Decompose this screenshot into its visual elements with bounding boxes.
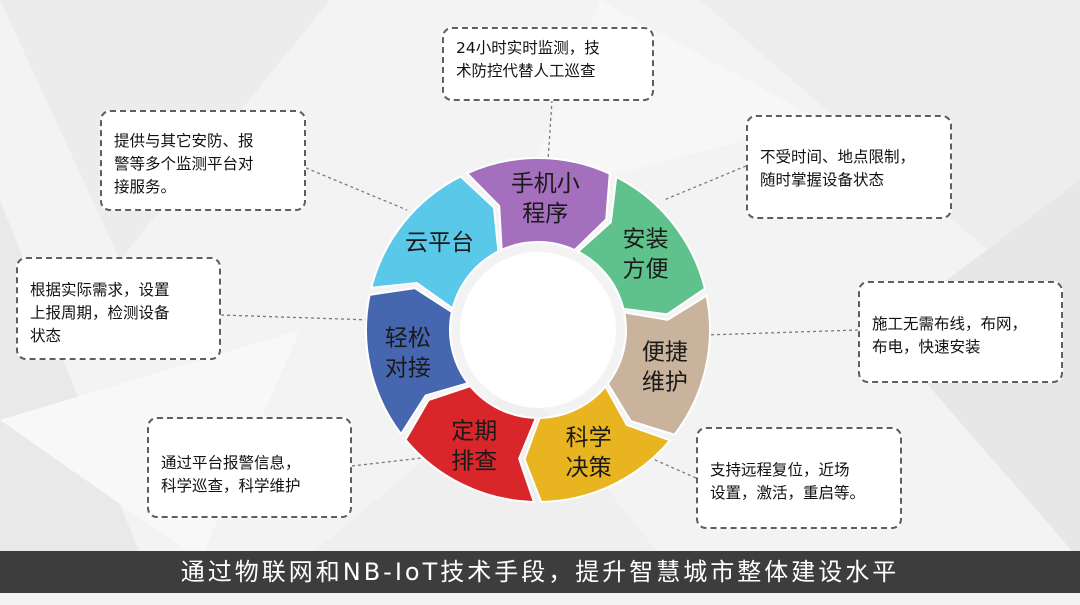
segment-decision [523,384,672,503]
ring-center [460,252,616,408]
segment-install [576,175,707,316]
segment-label-miniprogram: 手机小程序 [511,171,580,227]
connector-line-6 [305,167,408,211]
segment-maintain [606,294,711,436]
segment-connect [365,287,470,436]
connector-line-5 [220,314,373,321]
segment-label-maintain: 便捷维护 [642,339,688,395]
segment-check [404,384,538,503]
cycle-ring [365,157,711,503]
segment-label-check: 定期排查 [451,419,497,475]
callout-remote: 支持远程复位，近场 设置，激活，重启等。 [696,427,902,529]
connector-line-1 [663,165,747,201]
callout-service: 提供与其它安防、报 警等多个监测平台对 接服务。 [100,110,306,211]
segment-cloud [369,175,500,311]
segment-label-install: 安装方便 [623,226,669,282]
callout-no-limit: 不受时间、地点限制， 随时掌握设备状态 [746,115,952,219]
bottom-strip [0,593,1080,605]
segment-miniprogram [465,157,611,252]
callout-period: 根据实际需求，设置 上报周期，检测设备 状态 [16,257,221,360]
connector-line-2 [705,329,859,336]
banner-text: 通过物联网和NB-IoT技术手段，提升智慧城市整体建设水平 [180,558,900,586]
callout-alarm: 通过平台报警信息， 科学巡查，科学维护 [147,417,352,518]
segment-label-cloud: 云平台 [405,230,474,256]
callout-install: 施工无需布线，布网， 布电，快速安装 [858,281,1063,383]
callout-monitoring: 24小时实时监测，技 术防控代替人工巡查 [442,27,654,101]
segment-label-decision: 科学决策 [566,425,612,481]
bottom-banner: 通过物联网和NB-IoT技术手段，提升智慧城市整体建设水平 [0,551,1080,593]
segment-label-connect: 轻松对接 [385,325,431,381]
connector-line-0 [547,99,553,161]
